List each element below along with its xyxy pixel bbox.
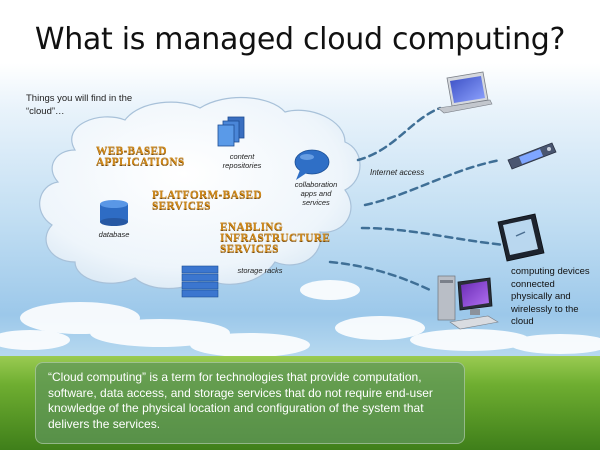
tablet-icon	[497, 213, 545, 262]
content-repositories-label: content repositories	[222, 152, 262, 170]
intro-text: Things you will find in the “cloud”…	[26, 93, 133, 117]
speech-bubble-icon	[294, 149, 330, 180]
definition-text: “Cloud computing” is a term for technolo…	[48, 370, 433, 431]
server-rack-icon	[181, 265, 219, 298]
platform-based-services-label: PLATFORM-BASED SERVICES	[152, 189, 262, 212]
web-based-applications-label: WEB-BASED APPLICATIONS	[96, 145, 185, 168]
computing-devices-label: computing devices connected physically a…	[511, 266, 590, 327]
laptop-icon	[437, 71, 493, 114]
database-icon	[100, 200, 128, 226]
sky-clouds	[0, 280, 600, 357]
desktop-computer-icon	[437, 275, 499, 330]
network-links	[328, 106, 507, 292]
mobile-phone-icon	[507, 142, 557, 170]
internet-access-label: Internet access	[370, 168, 425, 177]
definition-box	[35, 362, 465, 444]
enabling-infrastructure-services-label: ENABLING INFRASTRUCTURE SERVICES	[220, 221, 331, 255]
document-stack-icon	[217, 116, 245, 147]
storage-racks-label: storage racks	[237, 266, 283, 275]
main-cloud	[39, 97, 361, 289]
database-label: database	[98, 230, 130, 239]
slide-title: What is managed cloud computing?	[34, 22, 566, 57]
collaboration-label: collaboration apps and services	[294, 180, 338, 207]
